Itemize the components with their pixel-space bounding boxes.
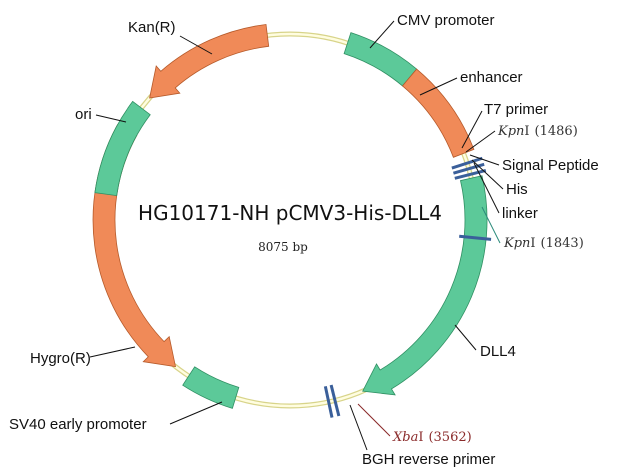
site-suffix: I [418,430,423,445]
cmv-promoter-label: CMV promoter [397,12,495,29]
sv40-early-promoter-segment[interactable] [182,366,240,409]
dll4-arrow[interactable] [362,175,488,396]
his-leader [471,159,504,190]
site-enzyme: Kpn [503,236,530,251]
ori-leader [95,114,127,123]
sv40-early-promoter-label: SV40 early promoter [9,416,147,433]
cmv-promoter-segment[interactable] [343,32,418,87]
kpni-1843-label: KpnI (1843) [503,236,584,251]
t7-primer-label: T7 primer [484,101,548,118]
label-leader-lines [89,20,504,451]
enhancer-segment[interactable] [401,68,475,158]
xbai-3562-label: XbaI (3562) [392,430,472,445]
ori-segment[interactable] [94,100,151,197]
hygro-r-label: Hygro(R) [30,350,91,367]
signal-peptide-mark [454,168,487,180]
cmv-promoter-leader [369,20,395,49]
kpni-1486-leader [465,130,496,153]
bgh-reverse-primer-label: BGH reverse primer [362,451,495,468]
site-suffix: I [524,124,529,139]
xbai-3562-mark [329,384,341,417]
kpni-1486-mark [451,156,483,170]
linker-label: linker [502,205,538,222]
signal-peptide-leader [469,154,500,166]
his-label: His [506,181,528,198]
kpni-1486-mark-secondary [453,162,485,175]
site-enzyme: Kpn [497,124,524,139]
enhancer-label: enhancer [460,69,523,86]
kpni-1843-mark [459,234,492,241]
dll4-leader [454,324,477,351]
signal-peptide-label: Signal Peptide [502,157,599,174]
xbai-3562-leader [357,403,391,437]
bgh-reverse-primer-mark [323,385,334,418]
hygro-r-leader [89,346,136,358]
linker-leader [473,162,500,214]
t7-primer-leader [461,110,483,149]
kpni-1486-label: KpnI (1486) [497,124,578,139]
dll4-label: DLL4 [480,343,516,360]
kpni-1843-leader [481,206,501,244]
kan-r-leader [179,35,213,55]
plasmid-size: 8075 bp [258,240,308,254]
sv40-early-promoter-leader [169,401,223,425]
kan-r-label: Kan(R) [128,19,176,36]
bgh-reverse-primer-leader [349,404,368,451]
plasmid-name: HG10171-NH pCMV3-His-DLL4 [138,201,442,225]
restriction-site-marks [323,156,492,418]
site-position: (1843) [541,236,584,251]
site-suffix: I [530,236,535,251]
ori-label: ori [75,106,92,123]
site-position: (1486) [535,124,578,139]
site-position: (3562) [428,430,471,445]
enhancer-leader [419,77,458,96]
site-enzyme: Xba [392,430,418,445]
